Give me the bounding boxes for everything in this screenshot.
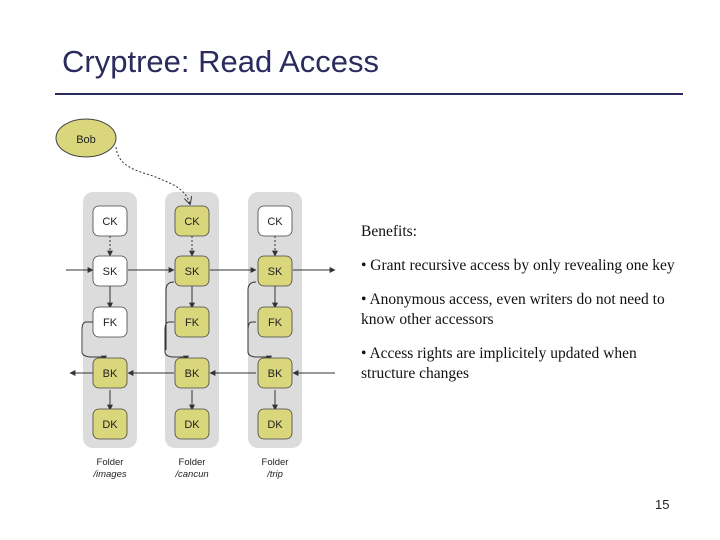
- folder-path-cancun: /cancun: [174, 469, 208, 480]
- key-label: DK: [184, 419, 200, 431]
- key-label: FK: [103, 317, 118, 329]
- edge-sk-loop-cancun: [165, 281, 175, 350]
- page-number: 15: [655, 497, 670, 512]
- key-label: SK: [103, 266, 118, 278]
- title-divider: [55, 93, 683, 95]
- key-label: CK: [102, 216, 118, 228]
- key-label: DK: [102, 419, 118, 431]
- key-label: DK: [267, 419, 283, 431]
- benefit-item-2: • Anonymous access, even writers do not …: [361, 291, 665, 328]
- key-node-trip-ck: CK: [257, 205, 293, 237]
- key-label: BK: [103, 368, 118, 380]
- key-label: BK: [268, 368, 283, 380]
- key-node-images-bk: BK: [92, 357, 128, 389]
- folder-caption-cancun: Folder: [179, 457, 206, 468]
- folder-caption-images: Folder: [97, 457, 124, 468]
- folder-path-trip: /trip: [266, 469, 283, 480]
- edge-fk-bk-images: [81, 321, 107, 362]
- key-node-cancun-fk: FK: [174, 306, 210, 338]
- key-node-trip-dk: DK: [257, 408, 293, 440]
- key-label: CK: [267, 216, 283, 228]
- key-node-trip-fk: FK: [257, 306, 293, 338]
- key-node-cancun-ck: CK: [174, 205, 210, 237]
- bob-access-arrow: [115, 146, 190, 204]
- bob-node: Bob: [55, 118, 117, 158]
- benefit-item-3: • Access rights are implicitely updated …: [361, 345, 637, 382]
- edge-sk-loop-trip: [247, 281, 257, 350]
- key-label: SK: [268, 266, 283, 278]
- edge-fk-bk-trip: [247, 321, 272, 362]
- key-node-images-fk: FK: [92, 306, 128, 338]
- key-label: FK: [268, 317, 283, 329]
- key-node-trip-bk: BK: [257, 357, 293, 389]
- edge-fk-bk-cancun: [164, 321, 189, 362]
- key-label: SK: [185, 266, 200, 278]
- key-label: FK: [185, 317, 200, 329]
- key-node-cancun-bk: BK: [174, 357, 210, 389]
- folder-caption-trip: Folder: [262, 457, 289, 468]
- key-label: CK: [184, 216, 200, 228]
- benefits-heading: Benefits:: [361, 223, 417, 240]
- key-node-images-dk: DK: [92, 408, 128, 440]
- benefits-panel: Benefits: • Grant recursive access by on…: [361, 222, 691, 398]
- benefit-item-1: • Grant recursive access by only reveali…: [361, 257, 675, 274]
- bob-label: Bob: [76, 134, 96, 146]
- key-label: BK: [185, 368, 200, 380]
- key-node-cancun-dk: DK: [174, 408, 210, 440]
- folder-path-images: /images: [92, 469, 127, 480]
- key-node-cancun-sk: SK: [174, 255, 210, 287]
- key-node-images-ck: CK: [92, 205, 128, 237]
- key-node-trip-sk: SK: [257, 255, 293, 287]
- key-node-images-sk: SK: [92, 255, 128, 287]
- slide-title: Cryptree: Read Access: [62, 44, 380, 79]
